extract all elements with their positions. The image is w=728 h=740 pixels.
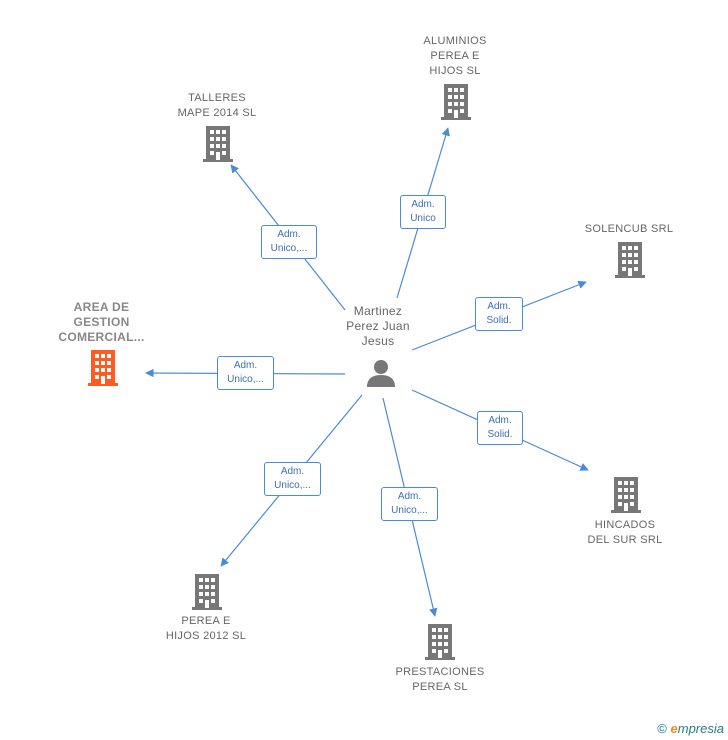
footer-brand: © empresia [657,721,724,736]
building-icon-aluminios[interactable] [441,84,471,120]
edge-label-solencub[interactable]: Adm. Solid. [475,297,523,331]
building-icon-area[interactable] [88,350,118,386]
edge-label-line: Solid. [487,429,513,440]
node-label-aluminios[interactable]: ALUMINIOS PEREA E HIJOS SL [423,35,487,77]
edge-label-aluminios[interactable]: Adm. Unico [400,195,446,229]
copyright-icon: © [657,721,667,736]
brand-logo-text: mpresia [677,721,724,736]
edge-label-perea2012[interactable]: Adm. Unico,... [264,462,321,496]
edge-label-line: Unico,... [270,243,308,254]
edge-label-line: Adm. [411,199,435,210]
building-icon-talleres[interactable] [203,126,233,162]
building-icon-perea2012[interactable] [192,574,222,610]
edge-label-line: Adm. [488,415,512,426]
edge-label-hincados[interactable]: Adm. Solid. [477,411,523,445]
building-icon-prestaciones[interactable] [425,624,455,660]
edge-label-line: Unico [410,213,436,224]
node-label-hincados[interactable]: HINCADOS DEL SUR SRL [587,519,663,546]
edge-label-talleres[interactable]: Adm. Unico,... [261,225,317,259]
edge-label-line: Unico,... [227,374,264,385]
building-icon-solencub[interactable] [615,242,645,278]
edge-label-prestaciones[interactable]: Adm. Unico,... [381,487,438,521]
node-label-prestaciones[interactable]: PRESTACIONES PEREA SL [395,666,485,693]
edge-label-line: Adm. [233,360,258,371]
edge-label-area[interactable]: Adm. Unico,... [217,356,274,390]
edge-label-line: Adm. [397,491,422,502]
edge-label-line: Adm. [277,229,301,240]
building-icon-hincados[interactable] [611,477,641,513]
edge-label-line: Adm. [487,301,511,312]
edge-label-line: Unico,... [274,480,311,491]
edge-label-line: Unico,... [391,505,428,516]
brand-logo-e: e [670,721,678,736]
edge-label-line: Solid. [486,315,512,326]
edge-label-line: Adm. [280,466,305,477]
person-icon[interactable] [366,358,396,388]
node-label-perea2012[interactable]: PEREA E HIJOS 2012 SL [165,615,247,642]
node-label-area[interactable]: AREA DE GESTION COMERCIAL... [58,300,145,344]
node-label-solencub[interactable]: SOLENCUB SRL [584,223,674,235]
node-label-talleres[interactable]: TALLERES MAPE 2014 SL [177,92,257,119]
center-person-name[interactable]: Martinez Perez Juan Jesus [346,304,410,348]
